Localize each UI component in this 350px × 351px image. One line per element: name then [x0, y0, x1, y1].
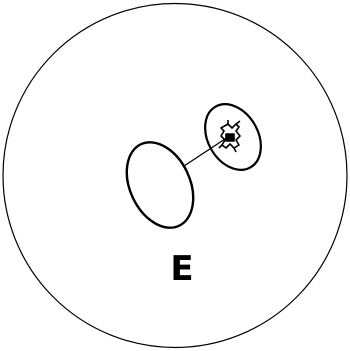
ornament-icon: [219, 120, 240, 152]
outer-circle: [3, 4, 347, 348]
diagram-label: E: [170, 249, 193, 289]
left-ellipse: [114, 132, 206, 239]
